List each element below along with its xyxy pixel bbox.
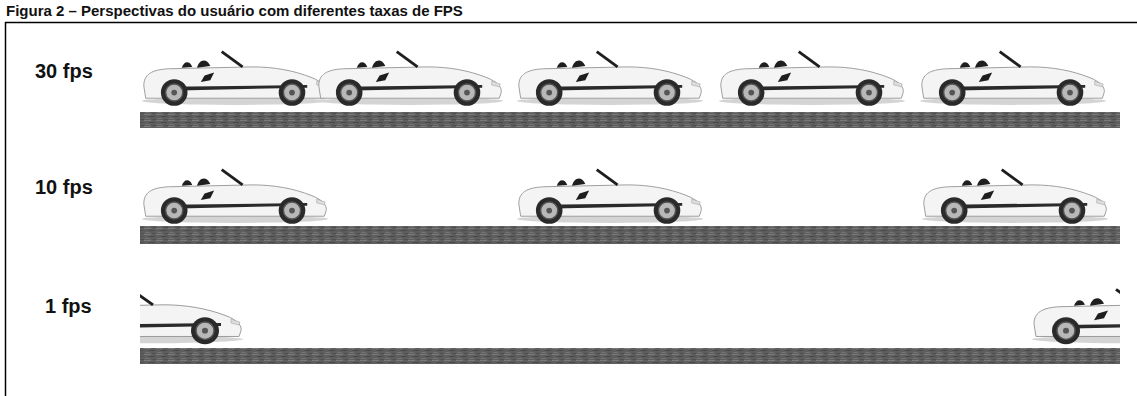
frame-line <box>5 22 7 396</box>
car <box>920 52 1106 106</box>
car-part <box>1032 289 1137 344</box>
frame-rate-label: 10 fps <box>35 176 93 199</box>
car <box>317 52 503 106</box>
car <box>142 52 328 106</box>
car <box>517 52 703 106</box>
car <box>719 52 905 106</box>
frame-rate-label: 1 fps <box>45 295 92 318</box>
figure-title: Figura 2 – Perspectivas do usuário com d… <box>6 2 463 19</box>
frame-line <box>5 22 1137 24</box>
road <box>140 348 1120 364</box>
car <box>517 170 703 224</box>
car <box>922 170 1108 224</box>
frame-rate-label: 30 fps <box>35 60 93 83</box>
road <box>140 226 1120 244</box>
car <box>142 170 328 224</box>
road <box>140 112 1120 128</box>
